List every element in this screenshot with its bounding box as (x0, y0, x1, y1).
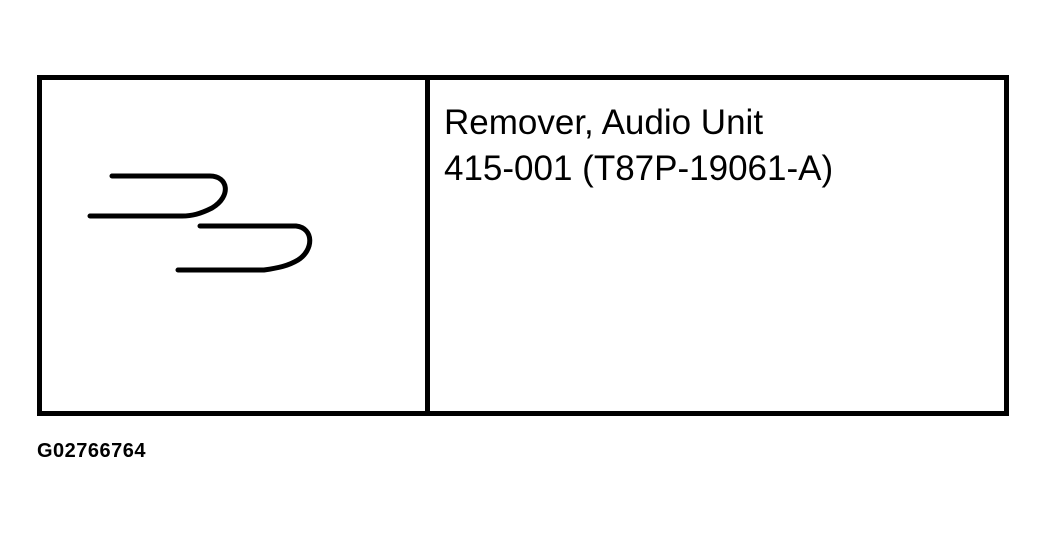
tool-name: Remover, Audio Unit (444, 103, 764, 142)
audio-unit-remover-tool-icon (87, 173, 313, 273)
tool-illustration-cell (42, 80, 430, 411)
remover-tool-upper (87, 173, 228, 219)
remover-tool-lower (175, 223, 313, 273)
figure-id: G02766764 (37, 440, 147, 462)
tool-table: Remover, Audio Unit 415-001 (T87P-19061-… (37, 75, 1009, 416)
tool-number: 415-001 (T87P-19061-A) (444, 149, 834, 188)
tool-description-cell: Remover, Audio Unit 415-001 (T87P-19061-… (430, 80, 1004, 411)
